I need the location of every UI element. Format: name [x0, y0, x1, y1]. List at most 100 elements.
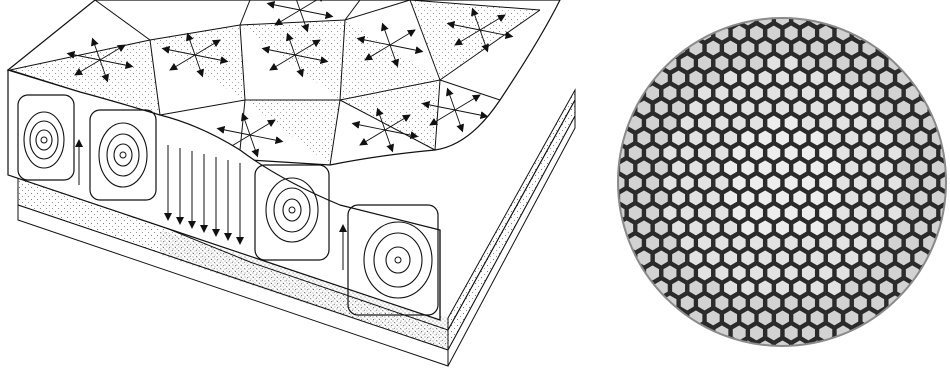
hex-cell	[758, 219, 773, 237]
hex-cell	[628, 144, 643, 162]
hex-cell	[896, 189, 911, 207]
hex-cell	[706, 69, 721, 87]
hex-cell	[827, 69, 842, 87]
hex-cell	[861, 219, 876, 237]
hex-cell	[827, 39, 842, 57]
hex-cell	[827, 309, 842, 327]
hex-cell	[766, 234, 781, 252]
hex-cell	[775, 219, 790, 237]
hex-cell	[697, 84, 712, 102]
hex-cell	[740, 189, 755, 207]
hex-cell	[714, 204, 729, 222]
hex-cell	[844, 279, 859, 297]
hex-cell	[758, 39, 773, 57]
hex-cell	[636, 189, 651, 207]
hex-cell	[766, 144, 781, 162]
hex-cell	[792, 159, 807, 177]
hex-cell	[671, 309, 686, 327]
hex-cell	[818, 54, 833, 72]
hex-cell	[758, 159, 773, 177]
hex-cell	[636, 129, 651, 147]
hex-cell	[861, 99, 876, 117]
hex-cell	[810, 249, 825, 267]
hex-cell	[775, 249, 790, 267]
hex-cell	[732, 294, 747, 312]
hex-cell	[732, 234, 747, 252]
hex-cell	[697, 264, 712, 282]
hex-cell	[680, 294, 695, 312]
hex-cell	[775, 279, 790, 297]
hex-cell	[818, 24, 833, 42]
hex-cell	[792, 69, 807, 87]
hex-cell	[740, 99, 755, 117]
hex-cell	[827, 159, 842, 177]
hex-cell	[853, 204, 868, 222]
hex-cell	[784, 204, 799, 222]
roll-center	[289, 207, 295, 213]
hex-cell	[887, 144, 902, 162]
hex-cell	[827, 249, 842, 267]
hex-cell	[662, 144, 677, 162]
hex-cell	[766, 324, 781, 342]
hex-cell	[740, 129, 755, 147]
hex-cell	[749, 114, 764, 132]
hex-cell	[723, 339, 738, 357]
hex-cell	[766, 114, 781, 132]
hex-cell	[792, 309, 807, 327]
hex-cell	[723, 159, 738, 177]
hex-cell	[810, 189, 825, 207]
hex-cell	[931, 99, 946, 117]
hex-cell	[714, 144, 729, 162]
hex-cell	[879, 249, 894, 267]
hex-cell	[896, 129, 911, 147]
hex-cell	[810, 99, 825, 117]
hex-cell	[602, 189, 617, 207]
hex-cell	[879, 99, 894, 117]
hex-cell	[931, 159, 946, 177]
hex-cell	[619, 189, 634, 207]
hex-cell	[810, 219, 825, 237]
hex-cell	[870, 264, 885, 282]
hex-cell	[758, 69, 773, 87]
hex-cell	[792, 99, 807, 117]
hexagonal-pattern-disc	[602, 9, 950, 357]
hex-cell	[844, 249, 859, 267]
hex-cell	[645, 174, 660, 192]
hex-cell	[714, 294, 729, 312]
hex-cell	[922, 174, 937, 192]
hex-cell	[836, 234, 851, 252]
hex-cell	[775, 39, 790, 57]
hex-cell	[810, 69, 825, 87]
hex-cell	[723, 189, 738, 207]
hex-cell	[801, 204, 816, 222]
hex-cell	[723, 129, 738, 147]
hex-cell	[645, 114, 660, 132]
hex-cell	[766, 54, 781, 72]
hex-cell	[749, 294, 764, 312]
hex-cell	[706, 189, 721, 207]
hex-cell	[732, 204, 747, 222]
roll-center	[395, 257, 401, 263]
hex-cell	[697, 234, 712, 252]
hex-cell	[758, 189, 773, 207]
hex-cell	[723, 219, 738, 237]
hex-cell	[654, 189, 669, 207]
hex-cell	[766, 84, 781, 102]
hex-cell	[628, 204, 643, 222]
hex-cell	[740, 159, 755, 177]
hex-cell	[818, 234, 833, 252]
hex-cell	[870, 114, 885, 132]
hex-cell	[749, 144, 764, 162]
hex-cell	[671, 129, 686, 147]
hex-cell	[853, 114, 868, 132]
hex-cell	[662, 174, 677, 192]
hex-cell	[723, 99, 738, 117]
hex-cell	[714, 174, 729, 192]
hex-cell	[861, 129, 876, 147]
hex-cell	[870, 54, 885, 72]
hex-cell	[844, 159, 859, 177]
hex-cell	[879, 39, 894, 57]
hex-cell	[905, 114, 920, 132]
hex-cell	[645, 264, 660, 282]
hexagonal-cell-grid	[602, 9, 950, 357]
